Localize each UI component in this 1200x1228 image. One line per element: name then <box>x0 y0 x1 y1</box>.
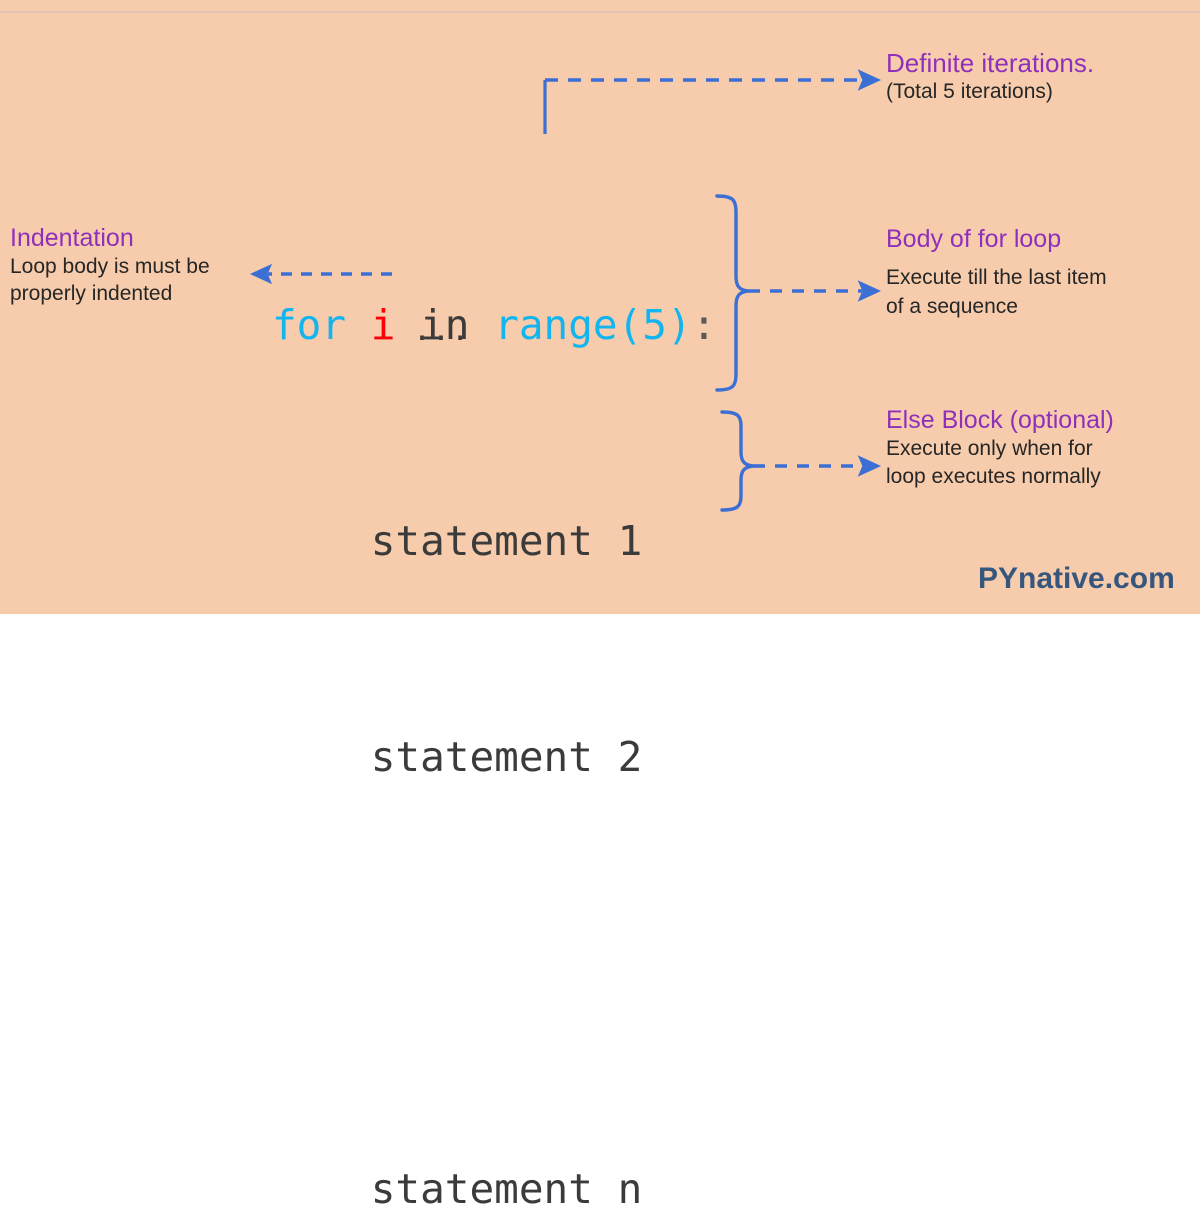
code-line-statement-2: statement 2 <box>272 730 716 784</box>
space-1 <box>346 301 371 349</box>
annotation-body-spacer <box>886 254 1107 263</box>
annotation-definite-iterations: Definite iterations. (Total 5 iterations… <box>886 48 1094 105</box>
statement-n-text: statement n <box>272 1165 643 1213</box>
brace-for-body <box>715 194 882 392</box>
top-divider-line <box>0 11 1200 13</box>
keyword-in: in <box>395 301 495 349</box>
code-line-statement-n: statement n <box>272 1162 716 1216</box>
statement-1-text: statement 1 <box>272 517 643 565</box>
annotation-body-of-for-loop-line2: of a sequence <box>886 295 1018 318</box>
brace-else-body <box>720 410 882 512</box>
annotation-indentation-title: Indentation <box>10 224 134 252</box>
statement-2-text: statement 2 <box>272 733 643 781</box>
annotation-indentation: Indentation Loop body is must be properl… <box>10 223 210 307</box>
code-line-ellipsis-row <box>272 946 716 1000</box>
brand-logo-pynative: PYnative.com <box>978 562 1175 595</box>
annotation-else-block-line2: loop executes normally <box>886 465 1101 488</box>
annotation-else-block: Else Block (optional) Execute only when … <box>886 405 1114 491</box>
code-line-statement-1: statement 1 <box>272 514 716 568</box>
code-block: for i in range(5): statement 1 statement… <box>272 136 716 1228</box>
annotation-else-block-line1: Execute only when for <box>886 437 1093 460</box>
loop-variable-i: i <box>370 301 396 349</box>
annotation-definite-iterations-title: Definite iterations. <box>886 48 1095 78</box>
code-line-for-header: for i in range(5): <box>272 298 716 352</box>
annotation-indentation-line1: Loop body is must be <box>10 255 210 278</box>
colon-for: : <box>691 301 717 349</box>
annotation-definite-iterations-line1: (Total 5 iterations) <box>886 80 1053 103</box>
keyword-for: for <box>272 301 347 349</box>
range-call: range(5) <box>494 301 692 349</box>
annotation-body-of-for-loop: Body of for loop Execute till the last i… <box>886 224 1107 321</box>
connector-definite-iterations <box>543 69 882 134</box>
ellipsis-dots: ... <box>413 313 471 348</box>
annotation-else-block-title: Else Block (optional) <box>886 406 1114 434</box>
annotation-body-of-for-loop-title: Body of for loop <box>886 225 1062 253</box>
annotation-body-of-for-loop-line1: Execute till the last item <box>886 266 1107 289</box>
top-strip <box>0 0 1200 11</box>
annotation-indentation-line2: properly indented <box>10 282 173 305</box>
